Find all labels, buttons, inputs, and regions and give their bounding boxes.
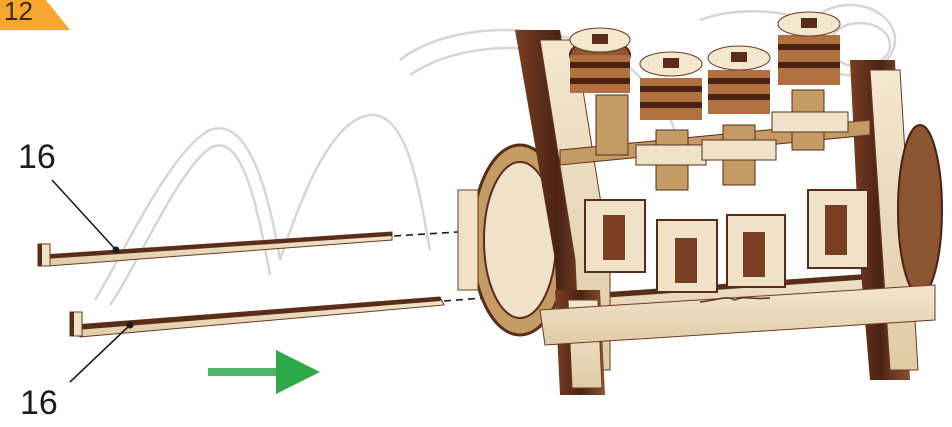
pistons <box>570 12 848 190</box>
right-arrow-icon <box>208 350 320 394</box>
rod-upper <box>38 232 392 266</box>
callout-label-lower: 16 <box>20 386 58 420</box>
engine-assembly <box>458 12 942 395</box>
leader-line-upper <box>52 180 116 250</box>
rod-lower <box>70 297 444 337</box>
callout-label-upper: 16 <box>18 140 56 174</box>
